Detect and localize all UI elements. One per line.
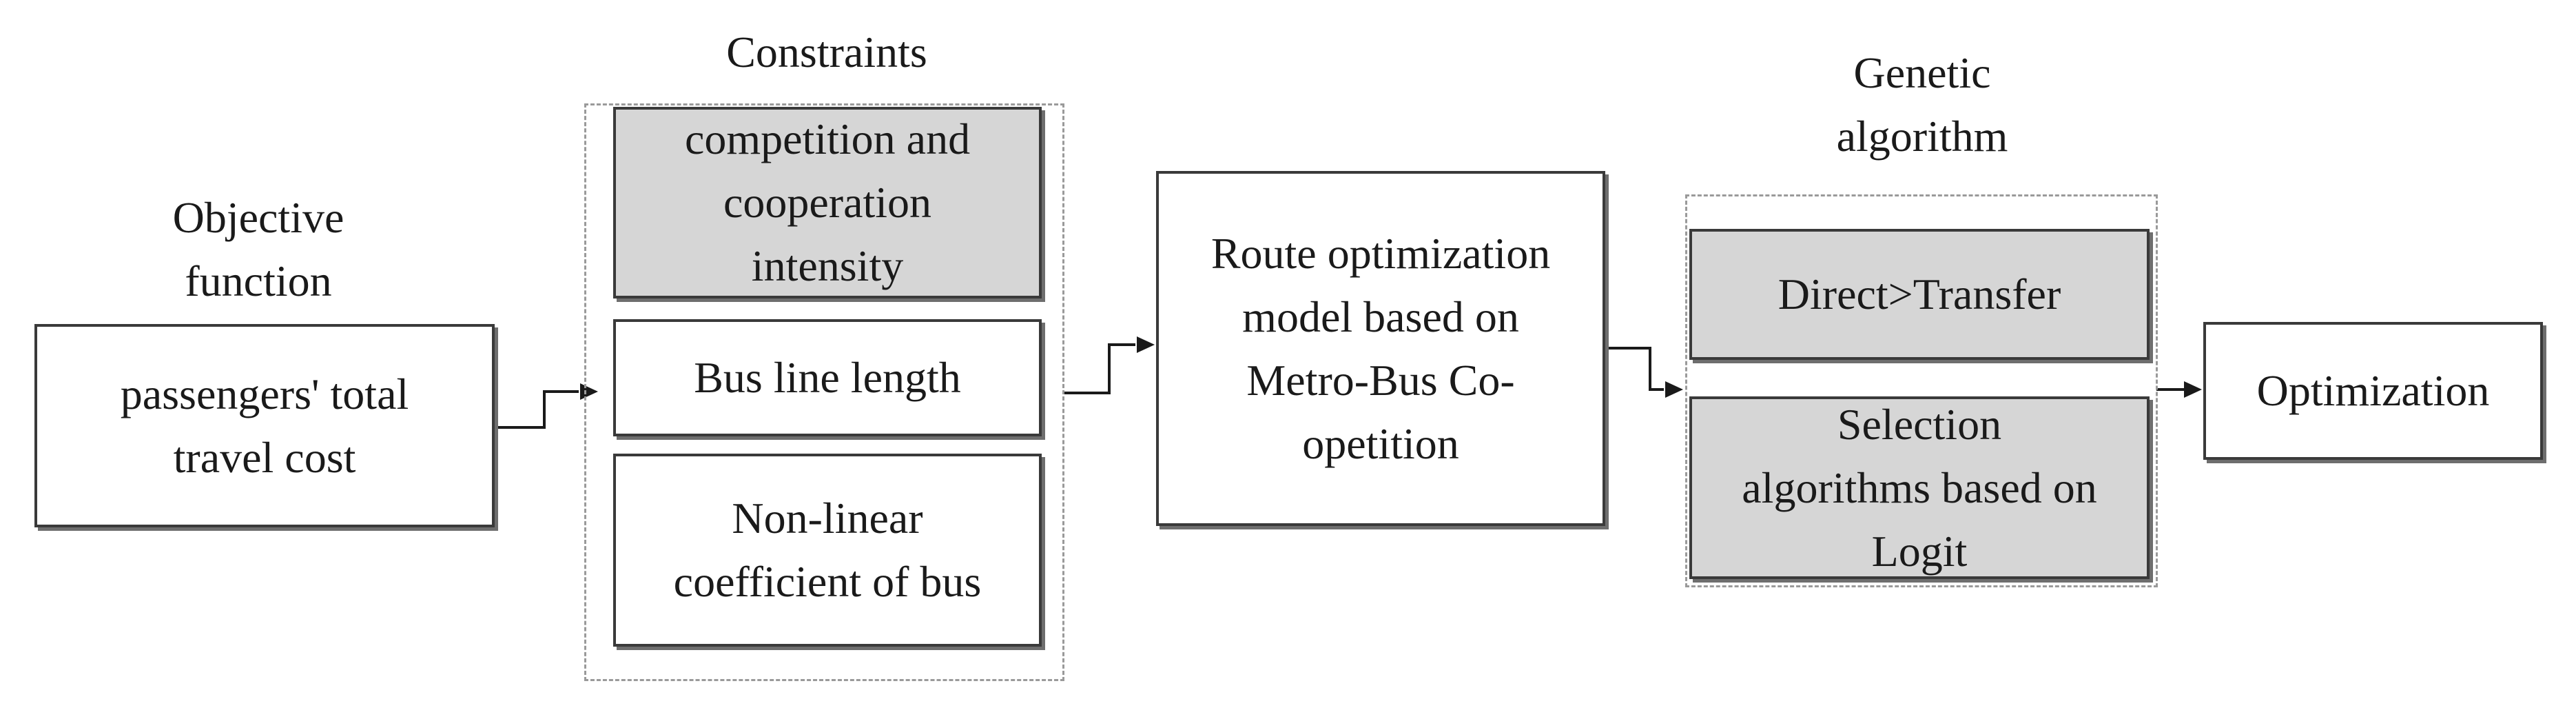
genetic-direct-transfer: Direct>Transfer [1689, 229, 2150, 360]
constraint-nonlinear-coefficient: Non-linear coefficient of bus [613, 454, 1042, 647]
objective-box: passengers' total travel cost [34, 324, 495, 527]
genetic-heading: Genetic algorithm [1836, 48, 2008, 161]
arrow-objective-to-constraints [496, 390, 579, 429]
constraint-competition-cooperation: competition and cooperation intensity [613, 107, 1042, 299]
arrow-constraints-to-model [1064, 343, 1135, 394]
constraints-heading: Constraints [726, 28, 927, 77]
arrowhead-icon [2184, 381, 2202, 398]
arrow-model-to-genetic [1607, 347, 1664, 391]
objective-heading: Objective function [172, 193, 344, 305]
arrowhead-icon [1665, 381, 1683, 398]
constraint-bus-line-length: Bus line length [613, 319, 1042, 436]
genetic-selection-logit: Selection algorithms based on Logit [1689, 396, 2150, 579]
constraints-group [584, 103, 1064, 681]
model-box: Route optimization model based on Metro-… [1156, 171, 1605, 526]
genetic-group [1685, 194, 2158, 587]
optimization-box: Optimization [2203, 322, 2543, 460]
arrowhead-icon [1137, 336, 1155, 353]
